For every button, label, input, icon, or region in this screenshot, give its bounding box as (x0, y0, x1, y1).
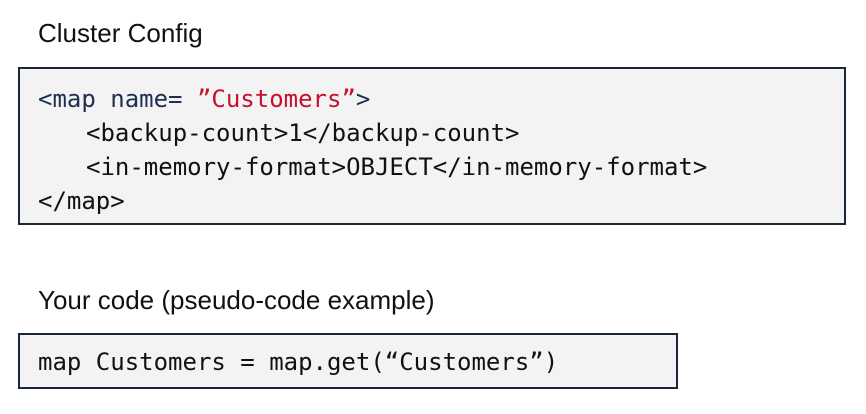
map-name-string: ”Customers” (196, 85, 356, 113)
map-open-tag-close: > (355, 85, 371, 113)
cluster-config-heading: Cluster Config (38, 18, 203, 48)
cluster-config-code-block: <map name= ”Customers”> <backup-count>1<… (18, 67, 846, 225)
map-close-tag: </map> (38, 187, 125, 215)
map-open-tag: <map name= (38, 85, 197, 113)
in-memory-format-line: <in-memory-format>OBJECT</in-memory-form… (86, 153, 708, 181)
user-code-line: map Customers = map.get(“Customers”) (38, 348, 559, 376)
user-code-block: map Customers = map.get(“Customers”) (18, 333, 678, 389)
backup-count-line: <backup-count>1</backup-count> (86, 119, 520, 147)
config-code-line: <map name= ”Customers”> (38, 82, 844, 116)
your-code-heading: Your code (pseudo-code example) (38, 285, 435, 315)
